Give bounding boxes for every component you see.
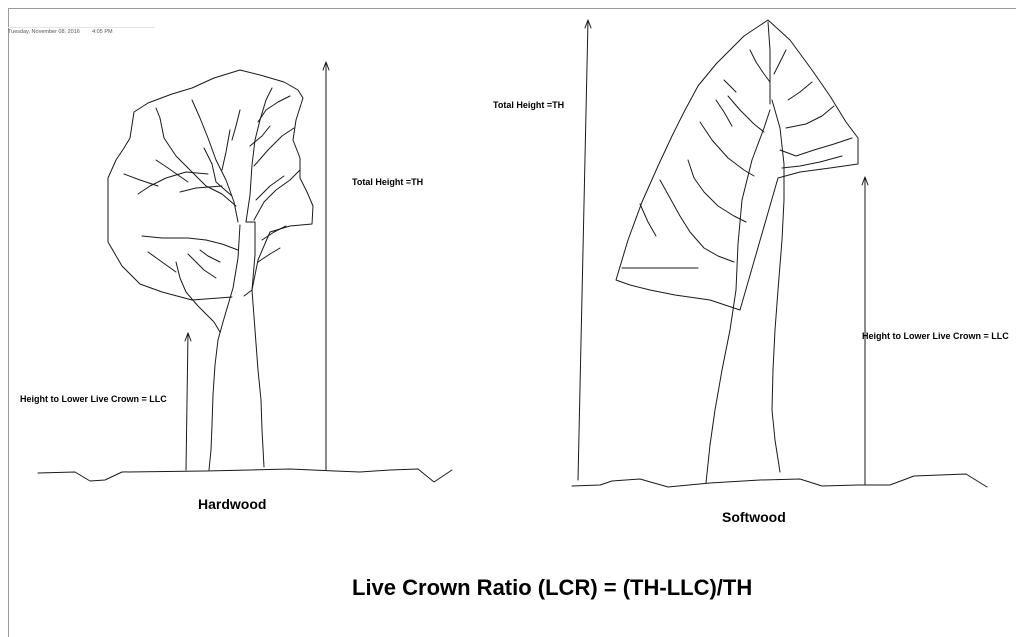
hardwood-branch (155, 159, 189, 183)
hardwood-trunk-left (208, 224, 241, 471)
softwood-llc-label: Height to Lower Live Crown = LLC (862, 331, 1009, 341)
timestamp-time: 4:05 PM (92, 29, 113, 35)
hardwood-branch (155, 107, 237, 207)
softwood-branch (639, 203, 657, 237)
hardwood-branch (137, 171, 209, 195)
hardwood-branch (261, 225, 287, 241)
softwood-total-height-label: Total Height =TH (493, 100, 565, 110)
hardwood-label: Hardwood (198, 496, 267, 512)
lcr-formula: Live Crown Ratio (LCR) = (TH-LLC)/TH (352, 575, 753, 600)
softwood-branch (699, 121, 755, 177)
softwood-branch (723, 79, 737, 93)
hardwood-branch (255, 175, 285, 201)
softwood-branch (749, 49, 771, 83)
softwood-llc-arrow (861, 176, 869, 486)
hardwood-branch (203, 147, 233, 197)
hardwood-branch (257, 95, 291, 123)
page-border (8, 8, 1016, 637)
hardwood-branch (187, 253, 217, 279)
softwood-branch (727, 95, 765, 133)
softwood-branch (687, 159, 747, 223)
timestamp-date: Tuesday, November 08, 2016 (8, 29, 80, 35)
softwood-tree (571, 19, 988, 488)
hardwood-total-height-label: Total Height =TH (352, 177, 424, 187)
hardwood-branch (141, 235, 239, 251)
hardwood-branch (231, 109, 241, 141)
hardwood-crown (107, 69, 314, 301)
softwood-total-height-arrow (577, 19, 592, 481)
softwood-branch (659, 179, 735, 263)
hardwood-branch (175, 261, 221, 333)
softwood-trunk-right (771, 99, 785, 473)
softwood-crown (615, 19, 859, 311)
softwood-trunk-left (705, 109, 771, 484)
hardwood-branch (199, 249, 221, 263)
softwood-branch (773, 49, 787, 75)
hardwood-llc-label: Height to Lower Live Crown = LLC (20, 394, 167, 404)
softwood-branch (785, 105, 835, 129)
hardwood-tree (37, 69, 453, 483)
softwood-branch (715, 99, 733, 127)
hardwood-branch (249, 125, 271, 147)
hardwood-branch (191, 99, 239, 223)
softwood-branch (787, 81, 813, 101)
hardwood-ground (37, 468, 453, 483)
hardwood-branch (253, 169, 301, 221)
hardwood-branch (123, 173, 159, 187)
hardwood-branch (179, 185, 223, 193)
softwood-ground (571, 473, 988, 488)
hardwood-branch (245, 87, 273, 223)
hardwood-total-height-arrow (322, 61, 330, 471)
hardwood-branch (253, 127, 295, 167)
softwood-branch (781, 155, 843, 169)
hardwood-trunk-right (245, 221, 265, 468)
hardwood-branch (147, 251, 177, 273)
timestamp: Tuesday, November 08, 2016 4:05 PM (8, 29, 113, 35)
header-rule (8, 27, 155, 28)
softwood-branch (767, 21, 771, 105)
softwood-label: Softwood (722, 509, 786, 525)
softwood-branch (779, 137, 853, 157)
hardwood-llc-arrow (184, 332, 192, 471)
hardwood-branch (257, 247, 281, 263)
hardwood-branch (221, 129, 231, 171)
